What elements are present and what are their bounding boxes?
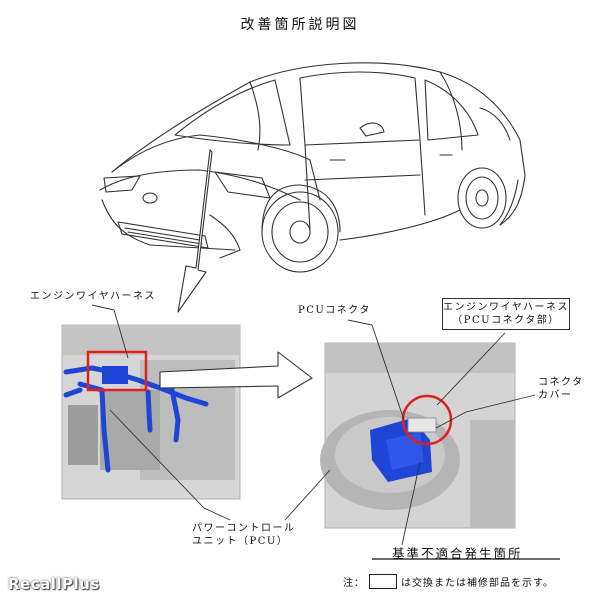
leader-pcu-left bbox=[109, 409, 231, 521]
leader-pcu-right bbox=[284, 469, 331, 521]
label-pcu-connector: PCUコネクタ bbox=[298, 305, 371, 316]
watermark-logo: RecallPlus bbox=[8, 575, 100, 593]
leader-harness-right bbox=[436, 332, 506, 406]
note-suffix: は交換または補修部品を示す。 bbox=[401, 578, 554, 589]
label-power-control-unit: パワーコントロール ユニット（PCU） bbox=[192, 522, 296, 548]
label-harness-pcu-part: エンジンワイヤハーネス （PCUコネクタ部） bbox=[442, 298, 570, 330]
engine-bay-photo bbox=[61, 324, 241, 500]
leader-defect bbox=[401, 461, 421, 546]
note-prefix: 注： bbox=[343, 578, 365, 589]
leader-pcu-connector bbox=[347, 319, 405, 421]
label-defect-location: 基準不適合発生箇所 bbox=[392, 546, 523, 561]
label-connector-cover-line1: コネクタ bbox=[538, 377, 584, 388]
engine-to-pcu-arrow bbox=[159, 351, 313, 399]
car-to-engine-arrow bbox=[177, 149, 213, 313]
pcu-connector-photo bbox=[320, 342, 516, 529]
label-harness-pcu-line2: （PCUコネクタ部） bbox=[452, 315, 560, 326]
legend-box-icon bbox=[369, 574, 397, 589]
label-harness-pcu-line1: エンジンワイヤハーネス bbox=[443, 302, 569, 313]
page-title: 改善箇所説明図 bbox=[240, 17, 360, 33]
label-connector-cover-line2: カバー bbox=[538, 390, 573, 401]
leader-connector-cover bbox=[435, 394, 536, 429]
label-pcu-line2: ユニット（PCU） bbox=[192, 536, 289, 547]
label-connector-cover: コネクタ カバー bbox=[538, 376, 584, 402]
label-pcu-line1: パワーコントロール bbox=[192, 523, 296, 534]
leader-harness-left bbox=[91, 304, 129, 359]
label-engine-wire-harness: エンジンワイヤハーネス bbox=[30, 291, 156, 302]
legend-note: 注： は交換または補修部品を示す。 bbox=[343, 574, 554, 589]
